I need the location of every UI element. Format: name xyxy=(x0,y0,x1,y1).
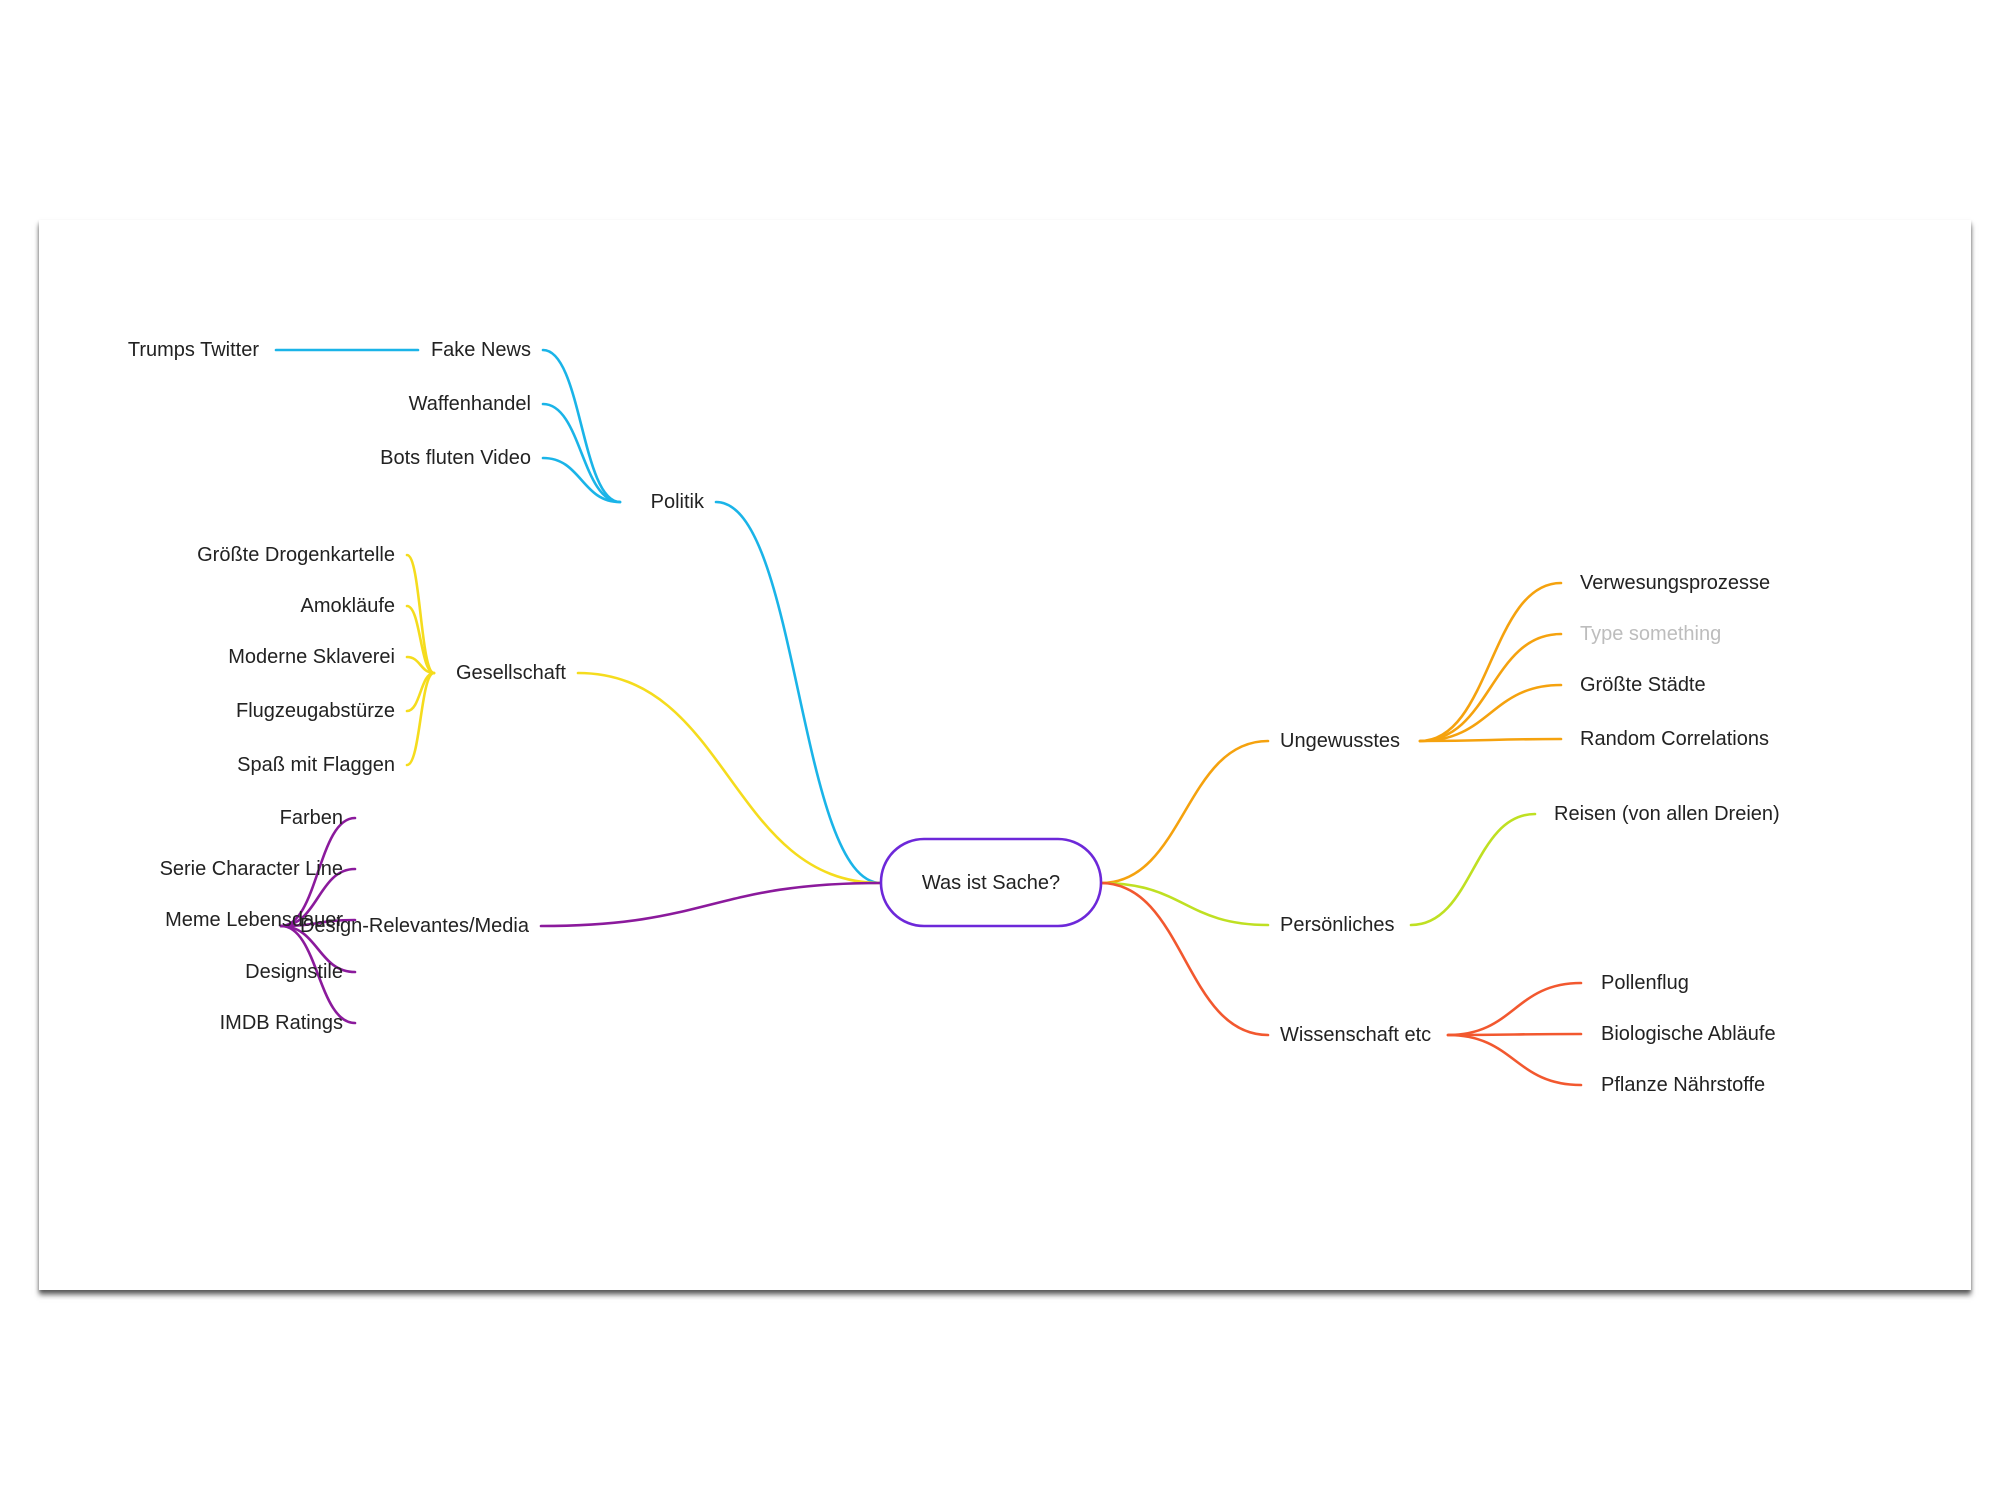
child-node-gesellschaft-4[interactable]: Spaß mit Flaggen xyxy=(237,754,395,776)
child-line-politik-2 xyxy=(541,456,622,504)
child-node-ungewusstes-0[interactable]: Verwesungsprozesse xyxy=(1580,572,1770,594)
child-line-ungewusstes-3 xyxy=(1418,737,1563,743)
child-node-ungewusstes-2[interactable]: Größte Städte xyxy=(1580,674,1706,696)
branch-node-politik[interactable]: Politik xyxy=(651,491,705,513)
child-node-persoenliches-0[interactable]: Reisen (von allen Dreien) xyxy=(1554,803,1780,825)
root-node[interactable]: Was ist Sache? xyxy=(879,837,1103,928)
connector-lines xyxy=(274,348,1583,1087)
root-node-label: Was ist Sache? xyxy=(922,872,1060,894)
child-line-politik-0 xyxy=(541,348,622,504)
branch-line-wissenschaft xyxy=(1099,881,1270,1037)
branch-line-politik xyxy=(714,500,883,885)
child-node-wissenschaft-1[interactable]: Biologische Abläufe xyxy=(1601,1023,1776,1045)
child-node-design-0[interactable]: Farben xyxy=(280,807,343,829)
child-line-gesellschaft-1 xyxy=(405,604,436,675)
child-node-politik-2[interactable]: Bots fluten Video xyxy=(380,447,531,469)
branch-node-gesellschaft[interactable]: Gesellschaft xyxy=(456,662,566,684)
root-node-box[interactable] xyxy=(879,837,1103,928)
child-node-gesellschaft-1[interactable]: Amokläufe xyxy=(301,595,396,617)
branch-line-design xyxy=(539,881,883,928)
child-line-ungewusstes-2 xyxy=(1418,683,1563,743)
child-node-gesellschaft-2[interactable]: Moderne Sklaverei xyxy=(228,646,395,668)
mindmap-canvas[interactable]: Was ist Sache? Politik Fake News Trumps Tw… xyxy=(39,220,1971,1290)
branch-node-design[interactable]: Design-Relevantes/Media xyxy=(300,915,530,937)
child-node-design-3[interactable]: Designstile xyxy=(245,961,343,983)
child-node-design-1[interactable]: Serie Character Line xyxy=(160,858,343,880)
child-line-politik-1 xyxy=(541,402,622,504)
topic-nodes: Politik Fake News Trumps TwitterWaffenhand… xyxy=(128,339,1780,1096)
child-node-wissenschaft-0[interactable]: Pollenflug xyxy=(1601,972,1689,994)
branch-line-persoenliches xyxy=(1099,881,1270,927)
child-node-design-4[interactable]: IMDB Ratings xyxy=(220,1012,343,1034)
child-node-politik-1[interactable]: Waffenhandel xyxy=(409,393,531,415)
child-line-ungewusstes-1 xyxy=(1418,632,1563,743)
child-node-design-2[interactable]: Meme Lebensdauer xyxy=(165,909,343,931)
branch-node-persoenliches[interactable]: Persönliches xyxy=(1280,914,1395,936)
branch-line-gesellschaft xyxy=(576,671,883,885)
child-line-gesellschaft-0 xyxy=(405,553,436,675)
child-node-ungewusstes-1[interactable]: Type something xyxy=(1580,623,1721,645)
child-node-wissenschaft-2[interactable]: Pflanze Nährstoffe xyxy=(1601,1074,1765,1096)
mindmap-diagram: Was ist Sache? Politik Fake News Trumps Tw… xyxy=(128,339,1780,1096)
child-line-design-4 xyxy=(279,924,357,1025)
child-line-gesellschaft-4 xyxy=(405,671,436,767)
child-node-gesellschaft-3[interactable]: Flugzeugabstürze xyxy=(236,700,395,722)
child-node-politik-0[interactable]: Fake News xyxy=(431,339,531,361)
subchild-node-politik-0[interactable]: Trumps Twitter xyxy=(128,339,259,361)
child-line-design-0 xyxy=(279,816,357,928)
child-line-wissenschaft-1 xyxy=(1446,1032,1583,1037)
branch-node-ungewusstes[interactable]: Ungewusstes xyxy=(1280,730,1400,752)
branch-node-wissenschaft[interactable]: Wissenschaft etc xyxy=(1280,1024,1431,1046)
child-node-gesellschaft-0[interactable]: Größte Drogenkartelle xyxy=(197,544,395,566)
child-line-wissenschaft-0 xyxy=(1446,981,1583,1037)
child-node-ungewusstes-3[interactable]: Random Correlations xyxy=(1580,728,1769,750)
child-line-ungewusstes-0 xyxy=(1418,581,1563,743)
branch-line-ungewusstes xyxy=(1099,739,1270,885)
child-line-wissenschaft-2 xyxy=(1446,1033,1583,1087)
child-line-persoenliches-0 xyxy=(1409,812,1537,927)
child-line-design-1 xyxy=(279,867,357,928)
